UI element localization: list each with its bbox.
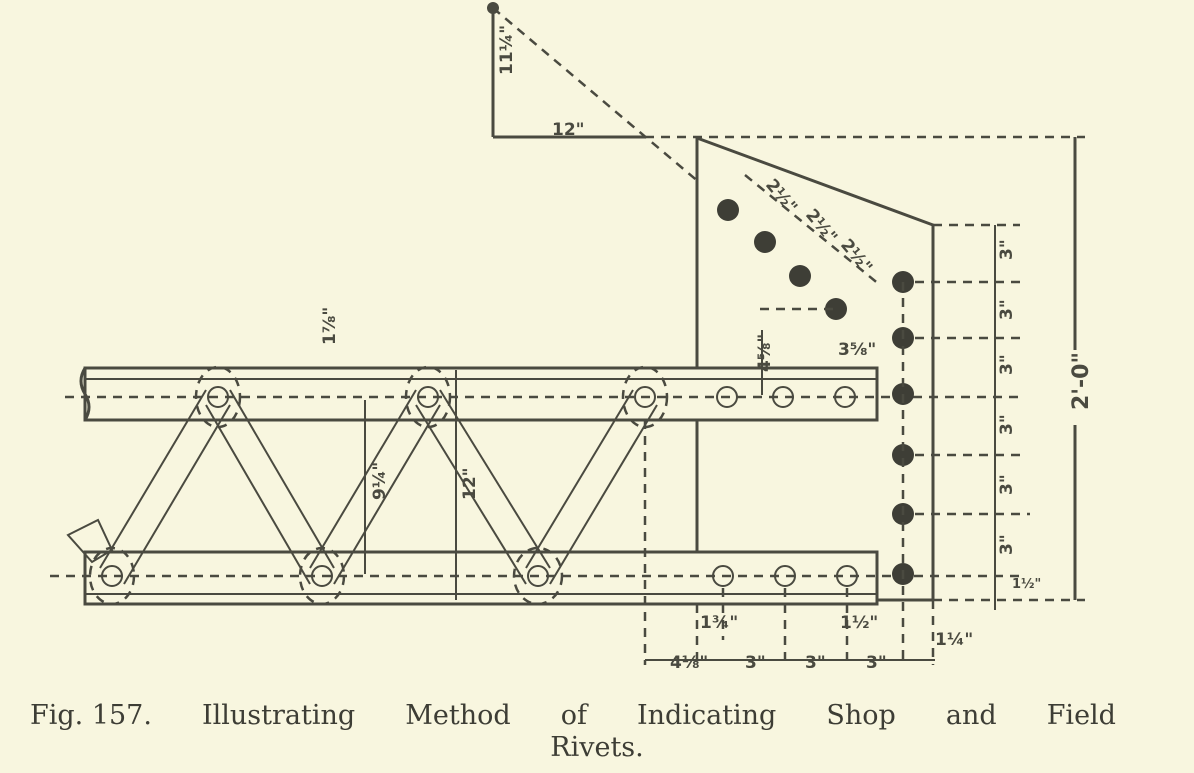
caption-word: Field: [1046, 700, 1116, 731]
slope-triangle: [487, 2, 701, 184]
caption-word: of: [560, 700, 587, 731]
caption-word: Indicating: [636, 700, 777, 731]
dim-bottom-edge: 1½": [1012, 577, 1041, 592]
dim-chord-depth: 12": [460, 467, 480, 500]
gusset-plate: [695, 135, 935, 602]
bottom-chord: [83, 550, 879, 606]
dim-diag-1: 2½": [761, 175, 801, 217]
caption-word: Illustrating: [201, 700, 356, 731]
dim-bottom-pitch-4: 3": [866, 653, 887, 673]
dim-right-pitch-3: 3": [997, 354, 1017, 375]
dim-edge-top: 4⅝": [755, 334, 775, 372]
rivet-diagram: 11¼" 12" 2½" 2½" 2½" 4⅝" 3⅝" 1⅞" 9¼" 12"…: [50, 2, 1094, 673]
dim-chord-gap: 1⅞": [320, 307, 340, 345]
figure-caption: Fig. 157. Illustrating Method of Indicat…: [0, 700, 1194, 764]
dimension-labels: 11¼" 12" 2½" 2½" 2½" 4⅝" 3⅝" 1⅞" 9¼" 12"…: [320, 25, 1094, 673]
dim-bottom-pitch-1: 4⅛": [670, 653, 708, 673]
field-rivets: [717, 199, 914, 585]
dim-hole-edge-a: 1¾": [700, 613, 738, 633]
dim-plate-edge: 1¼": [935, 630, 973, 650]
caption-line-2: Rivets.: [550, 732, 644, 763]
dim-overall-height: 2'-0": [1069, 352, 1094, 410]
dim-edge-side: 3⅝": [838, 340, 876, 360]
dim-diag-3: 2½": [836, 235, 876, 277]
caption-word: and: [945, 700, 997, 731]
dim-lacing-depth: 9¼": [370, 462, 390, 500]
caption-word: Method: [405, 700, 511, 731]
dim-right-pitch-5: 3": [997, 474, 1017, 495]
dim-right-pitch-4: 3": [997, 414, 1017, 435]
shop-rivets: [88, 365, 858, 606]
dim-right-pitch-1: 3": [997, 239, 1017, 260]
dim-bottom-pitch-2: 3": [745, 653, 766, 673]
dim-hole-edge-b: 1½": [840, 613, 878, 633]
dim-bottom-pitch-3: 3": [805, 653, 826, 673]
caption-word: Shop: [826, 700, 896, 731]
dim-right-pitch-2: 3": [997, 299, 1017, 320]
dimension-lines: [364, 135, 1085, 665]
figure-number: Fig. 157.: [30, 700, 152, 731]
lacing-bars: [66, 389, 658, 585]
dim-right-pitch-6: 3": [997, 534, 1017, 555]
dim-rise: 11¼": [497, 25, 517, 75]
dim-run: 12": [552, 120, 585, 140]
top-chord: [79, 366, 879, 422]
